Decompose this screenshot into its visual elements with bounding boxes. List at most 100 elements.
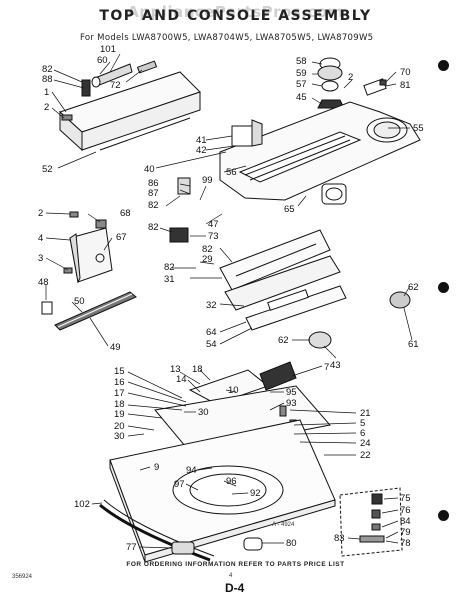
callout: 10 xyxy=(228,385,239,396)
callout: 99 xyxy=(202,175,213,186)
part-73-timer-switch xyxy=(169,227,189,243)
callout: 24 xyxy=(360,438,371,449)
part-22-cover xyxy=(154,385,331,453)
part-80-cap xyxy=(243,537,263,551)
callout: 49 xyxy=(110,342,121,353)
callout: 2 xyxy=(44,102,49,113)
page-number: D-4 xyxy=(225,581,245,595)
callout: 15 xyxy=(114,366,125,377)
callout: 9 xyxy=(154,462,159,473)
callout: 75 xyxy=(400,493,411,504)
callout: 95 xyxy=(286,387,297,398)
diagram-id: A - 4924 xyxy=(272,522,295,528)
part-32-panel xyxy=(224,255,347,331)
part-88-lamp xyxy=(81,79,91,97)
part-10-hinge xyxy=(188,361,297,405)
callout: 31 xyxy=(164,274,175,285)
callout: 42 xyxy=(196,145,207,156)
part-62-knob-right xyxy=(389,291,411,309)
callout: 56 xyxy=(226,167,237,178)
callout: 21 xyxy=(360,408,371,419)
callout: 62 xyxy=(408,282,419,293)
callout: 47 xyxy=(208,219,219,230)
callout: 58 xyxy=(296,56,307,67)
part-4-bracket xyxy=(69,227,113,284)
callout: 5 xyxy=(360,418,365,429)
callout: 18 xyxy=(114,399,125,410)
part-29-panel xyxy=(219,229,331,291)
callout: 93 xyxy=(286,398,297,409)
callout: 82 xyxy=(42,64,53,75)
part-2-screw xyxy=(63,211,79,274)
callout: 81 xyxy=(400,80,411,91)
callout: 102 xyxy=(74,499,90,510)
part-41-switch xyxy=(231,119,263,147)
callout: 41 xyxy=(196,135,207,146)
inset-box xyxy=(339,487,403,557)
callout: 82 xyxy=(164,262,175,273)
callout: 55 xyxy=(413,123,424,134)
hole-punch-mark xyxy=(438,510,449,521)
callout: 59 xyxy=(296,68,307,79)
callout: 6 xyxy=(360,428,365,439)
callout: 40 xyxy=(144,164,155,175)
model-list: For Models LWA8700W5, LWA8704W5, LWA8705… xyxy=(80,33,374,43)
callout: 7 xyxy=(324,362,329,373)
callout: 80 xyxy=(286,538,297,549)
callout: 64 xyxy=(206,327,217,338)
callout: 30 xyxy=(198,407,209,418)
callout: 77 xyxy=(126,542,137,553)
page-number-small: 4 xyxy=(229,573,233,579)
callout: 32 xyxy=(206,300,217,311)
callout: 76 xyxy=(400,505,411,516)
callout: 4 xyxy=(38,233,43,244)
callout: 2 xyxy=(38,208,43,219)
callout: 84 xyxy=(400,516,411,527)
hole-punch-mark xyxy=(438,282,449,293)
part-55-console xyxy=(219,101,421,201)
callout: 62 xyxy=(278,335,289,346)
callout: 82 xyxy=(148,200,159,211)
part-52-panel xyxy=(59,71,201,152)
ordering-note: FOR ORDERING INFORMATION REFER TO PARTS … xyxy=(126,561,345,568)
callout: 60 xyxy=(97,55,108,66)
callout: 87 xyxy=(148,188,159,199)
document-code: 356924 xyxy=(12,574,33,580)
callout: 13 xyxy=(170,364,181,375)
part-48-cap xyxy=(41,301,53,315)
callout: 65 xyxy=(284,204,295,215)
callout: 68 xyxy=(120,208,131,219)
callout: 16 xyxy=(114,377,125,388)
callout: 97 xyxy=(174,479,185,490)
callout: 101 xyxy=(100,44,116,55)
callout: 82 xyxy=(202,244,213,255)
part-1-screw xyxy=(61,114,73,121)
callout: 52 xyxy=(42,164,53,175)
callout: 30 xyxy=(114,431,125,442)
callout: 18 xyxy=(192,364,203,375)
callout: 17 xyxy=(114,388,125,399)
part-58-knob xyxy=(317,57,345,109)
callout: 72 xyxy=(110,80,121,91)
callout: 48 xyxy=(38,277,49,288)
callout: 20 xyxy=(114,421,125,432)
callout: 61 xyxy=(408,339,419,350)
callout: 45 xyxy=(296,92,307,103)
part-72-pin xyxy=(136,60,158,74)
callout: 70 xyxy=(400,67,411,78)
part-68-clip xyxy=(95,219,107,229)
callout: 82 xyxy=(148,222,159,233)
callout: 2 xyxy=(348,72,353,83)
callout: 78 xyxy=(400,538,411,549)
callout: 3 xyxy=(38,253,43,264)
hole-punch-mark xyxy=(438,60,449,71)
part-50-strip xyxy=(54,291,137,331)
callout: 88 xyxy=(42,74,53,85)
diagram-title: TOP AND CONSOLE ASSEMBLY xyxy=(99,8,372,24)
callout: 50 xyxy=(74,296,85,307)
callout: 57 xyxy=(296,79,307,90)
callout-labels: 101 60 72 82 88 1 2 52 58 59 57 45 2 70 … xyxy=(38,44,424,553)
part-65-bezel xyxy=(321,183,347,205)
